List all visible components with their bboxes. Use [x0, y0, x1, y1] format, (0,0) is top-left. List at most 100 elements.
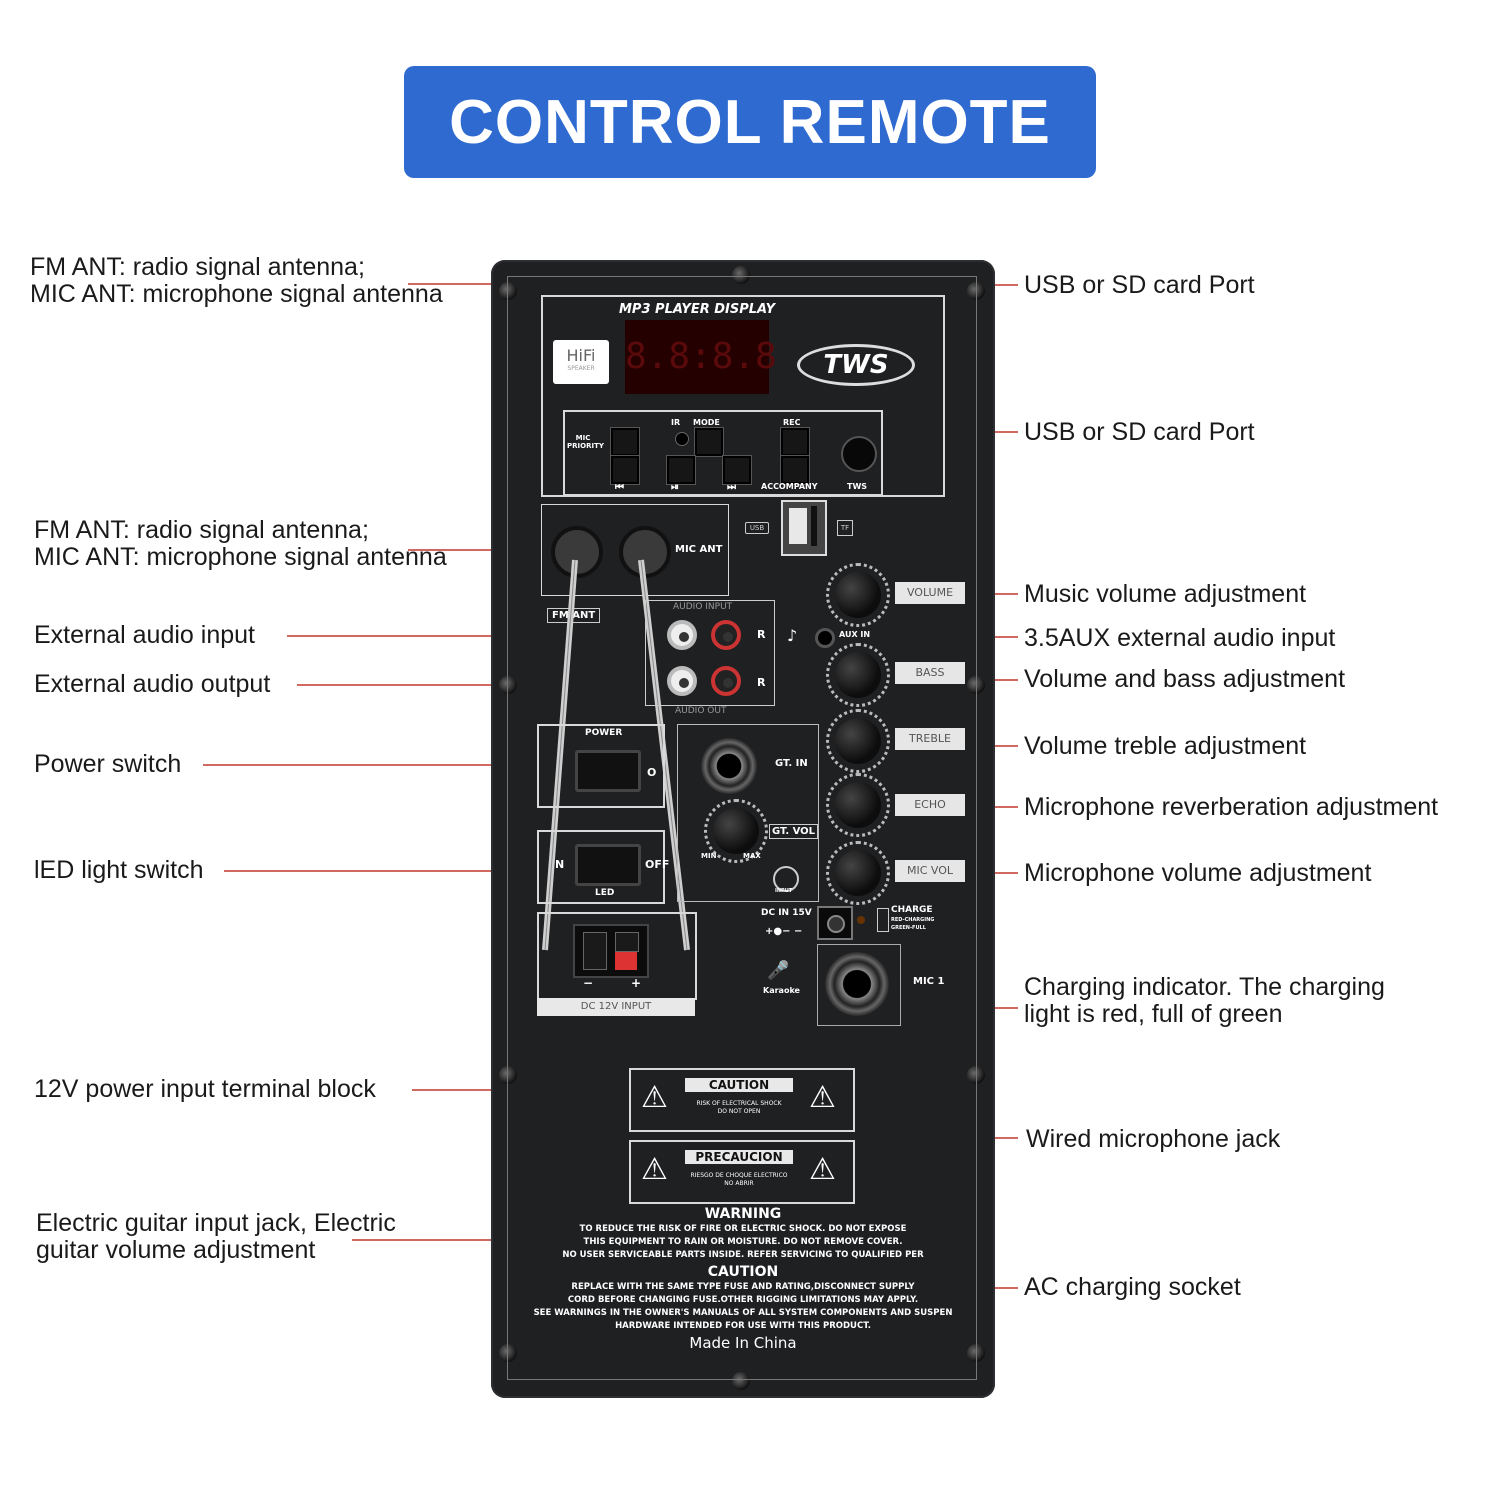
prev-icon: ⏮	[615, 482, 624, 493]
bass-knob[interactable]	[826, 643, 890, 707]
screw	[499, 1344, 517, 1362]
charge-label: CHARGE	[891, 905, 933, 915]
title-banner: CONTROL REMOTE	[404, 66, 1096, 178]
caution2-line-3: SEE WARNINGS IN THE OWNER'S MANUALS OF A…	[533, 1308, 953, 1318]
callout-echo: Microphone reverberation adjustment	[1024, 793, 1439, 821]
red-charging-label: RED-CHARGING	[891, 917, 935, 923]
callout-mic-volume: Microphone volume adjustment	[1024, 859, 1372, 887]
callout-music-volume: Music volume adjustment	[1024, 580, 1307, 608]
caution2-line-1: REPLACE WITH THE SAME TYPE FUSE AND RATI…	[571, 1282, 915, 1292]
dc12-label: DC 12V INPUT	[537, 998, 695, 1016]
screw	[499, 1066, 517, 1084]
next-icon: ⏭	[727, 482, 736, 493]
mode-button[interactable]	[695, 428, 723, 456]
mic-vol-knob[interactable]	[826, 841, 890, 905]
made-in-label: Made In China	[689, 1334, 797, 1352]
accompany-button[interactable]	[781, 456, 809, 484]
callout-charging: Charging indicator. The charging light i…	[1024, 974, 1385, 1028]
power-rocker-switch[interactable]	[575, 750, 641, 792]
callout-power-terminal: 12V power input terminal block	[34, 1075, 376, 1103]
rca-input-left[interactable]	[667, 620, 697, 650]
precaucion-sub2: NO ABRIR	[724, 1180, 754, 1187]
volume-knob[interactable]	[826, 563, 890, 627]
caution2-title: CAUTION	[707, 1264, 779, 1280]
screw	[499, 282, 517, 300]
rca-output-right[interactable]	[711, 666, 741, 696]
power-label: POWER	[585, 728, 623, 738]
callout-bass: Volume and bass adjustment	[1024, 665, 1346, 693]
mic1-section	[817, 944, 901, 1026]
mic-vol-tag: MIC VOL	[895, 860, 965, 882]
precaucion-box	[629, 1140, 855, 1204]
rca-input-right[interactable]	[711, 620, 741, 650]
rca-output-left[interactable]	[667, 666, 697, 696]
bass-tag: BASS	[895, 662, 965, 684]
led-label: LED	[595, 888, 615, 898]
led-rocker-switch[interactable]	[575, 844, 641, 886]
callout-line: MIC ANT: microphone signal antenna	[30, 280, 443, 308]
rec-label: REC	[783, 418, 801, 427]
callout-treble: Volume treble adjustment	[1024, 732, 1307, 760]
dc-in-socket[interactable]	[817, 906, 853, 940]
r-label-out: R	[757, 676, 766, 689]
screw	[499, 676, 517, 694]
fm-antenna-connector[interactable]	[551, 526, 603, 578]
play-pause-button[interactable]	[667, 456, 695, 484]
mic-ant-label: MIC ANT	[675, 544, 723, 555]
screw	[732, 1372, 750, 1390]
precaucion-title: PRECAUCION	[685, 1150, 793, 1164]
mic-antenna-connector[interactable]	[619, 526, 671, 578]
tws-logo: TWS	[797, 344, 915, 386]
led-display: 8.8:8.8	[625, 320, 777, 394]
display-digits: 8.8:8.8	[625, 336, 777, 377]
callout-line: Charging indicator. The charging	[1024, 973, 1385, 1001]
caution2-line-2: CORD BEFORE CHANGING FUSE.OTHER RIGGING …	[567, 1295, 919, 1305]
display-title: MP3 PLAYER DISPLAY	[619, 302, 776, 317]
volume-tag: VOLUME	[895, 582, 965, 604]
mic-priority-button[interactable]	[611, 428, 639, 456]
prev-button[interactable]	[611, 456, 639, 484]
callout-line: FM ANT: radio signal antenna;	[30, 253, 365, 281]
callout-ext-audio-output: External audio output	[34, 670, 271, 698]
caution-warning-icon-right: ⚠	[809, 1080, 836, 1115]
gt-in-label: GT. IN	[775, 758, 808, 769]
title-text: CONTROL REMOTE	[449, 87, 1051, 157]
next-button[interactable]	[723, 456, 751, 484]
rec-button[interactable]	[781, 428, 809, 456]
callout-line: guitar volume adjustment	[36, 1236, 316, 1264]
aux-jack[interactable]	[815, 628, 835, 648]
audio-io-section	[645, 600, 775, 706]
antenna-section	[541, 504, 729, 596]
usb-port[interactable]	[781, 500, 827, 556]
guitar-section	[677, 724, 819, 902]
audio-input-label: AUDIO INPUT	[673, 602, 733, 612]
caution-sub1: RISK OF ELECTRICAL SHOCK	[696, 1100, 782, 1107]
aux-headphone-icon: ♪	[787, 626, 798, 645]
gt-vol-label: GT. VOL	[769, 824, 819, 839]
callout-ext-audio-input: External audio input	[34, 621, 255, 649]
panel-border	[507, 276, 977, 1380]
play-pause-icon: ⏯	[671, 482, 679, 493]
gt-min-label: MIN	[701, 852, 717, 860]
charge-led	[857, 916, 865, 924]
tws-button[interactable]	[841, 436, 877, 472]
guitar-volume-knob[interactable]	[704, 799, 768, 863]
callout-ac-socket: AC charging socket	[1024, 1273, 1241, 1301]
callout-usb-sd-2: USB or SD card Port	[1024, 418, 1255, 446]
terminal-block[interactable]	[573, 924, 649, 978]
dc-in-label: DC IN 15V	[761, 908, 812, 918]
mic1-jack[interactable]	[825, 952, 889, 1016]
echo-knob[interactable]	[826, 773, 890, 837]
precaucion-warning-icon-left: ⚠	[641, 1152, 668, 1187]
treble-knob[interactable]	[826, 709, 890, 773]
callout-led-switch: lED light switch	[34, 856, 204, 884]
display-section	[541, 295, 945, 497]
accompany-label: ACCOMPANY	[761, 482, 818, 491]
callout-aux-input: 3.5AUX external audio input	[1024, 624, 1336, 652]
brand-text: TWS	[823, 350, 889, 380]
tws-label: TWS	[847, 482, 868, 491]
button-panel	[563, 410, 883, 496]
led-switch-section	[537, 830, 665, 904]
guitar-input-jack[interactable]	[701, 738, 757, 794]
audio-out-label: AUDIO OUT	[675, 706, 727, 716]
